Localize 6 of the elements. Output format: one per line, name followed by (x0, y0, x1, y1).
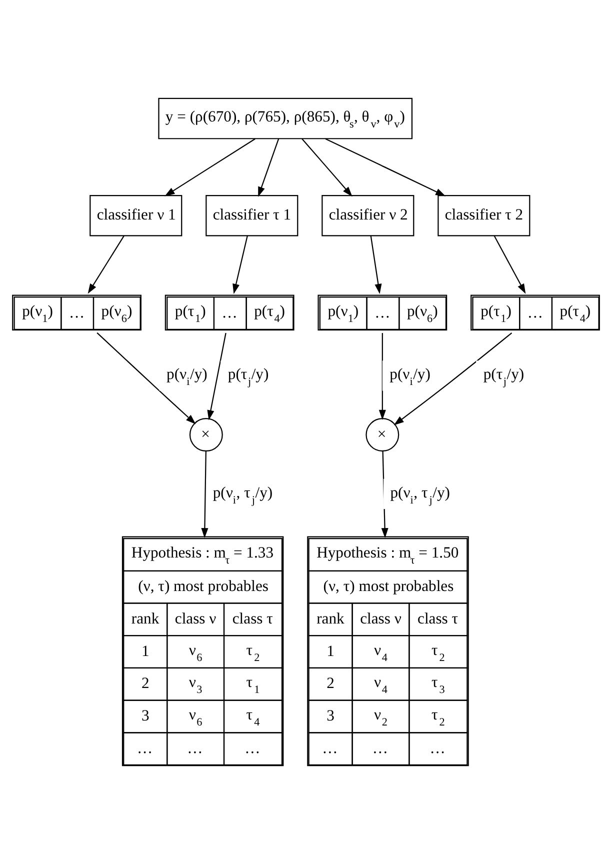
edge-label: p(ν$_{i}$, τ$_{j}$/y) (212, 484, 273, 506)
edge-label: p(ν$_{i}$/y) (166, 366, 208, 388)
edge-label: p(τ$_{j}$/y) (228, 366, 269, 388)
edge-label: p(ν$_{i}$/y) (390, 366, 430, 388)
edge-label: p(τ$_{j}$/y) (483, 366, 524, 388)
edge-label: p(ν$_{i}$, τ$_{j}$/y) (390, 484, 450, 506)
